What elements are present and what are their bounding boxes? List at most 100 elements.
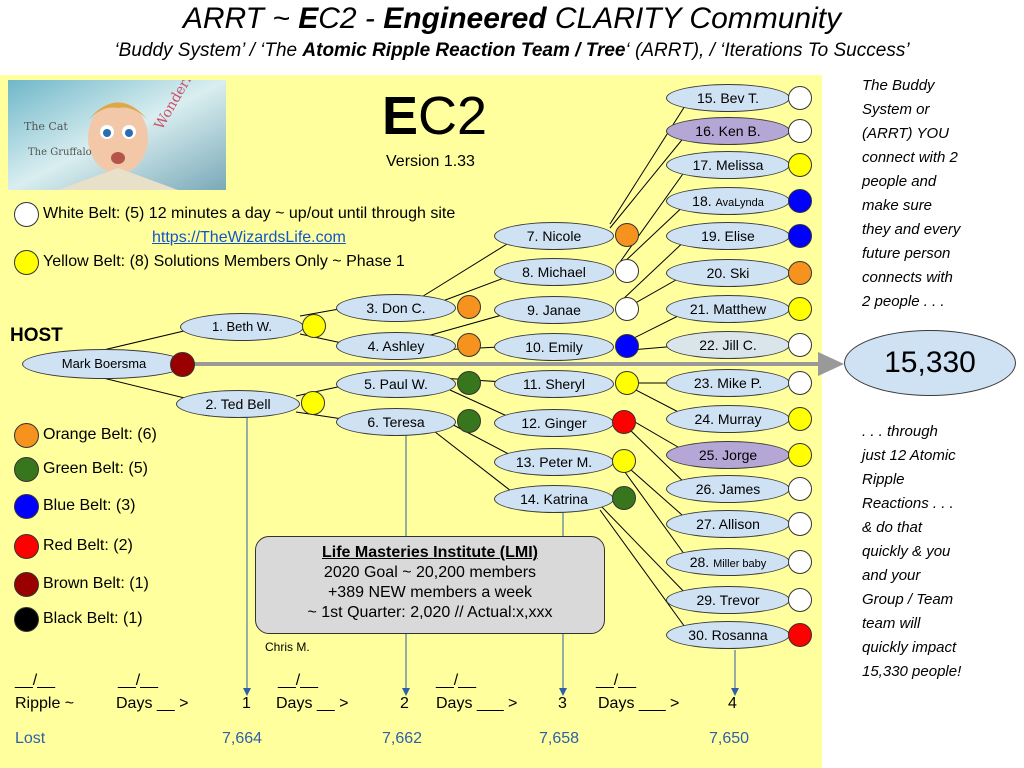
member-node-26[interactable]: 26. James [666, 475, 790, 503]
blue-belt-badge [615, 334, 639, 358]
member-node-6[interactable]: 6. Teresa [336, 408, 456, 436]
legend-black: Black Belt: (1) [43, 610, 143, 627]
green-belt-icon [14, 457, 39, 482]
white-belt-badge [788, 550, 812, 574]
member-node-10[interactable]: 10. Emily [494, 333, 614, 361]
lmi-line-1: 2020 Goal ~ 20,200 members [323, 564, 537, 581]
yellow-belt-badge [788, 443, 812, 467]
legend-brown: Brown Belt: (1) [43, 575, 149, 592]
host-node[interactable]: Mark Boersma [22, 349, 186, 379]
ripple-number-3: 3 [558, 695, 567, 712]
blank-slash: __/__ [278, 672, 319, 689]
version-label: Version 1.33 [386, 153, 475, 170]
member-node-18[interactable]: 18. AvaLynda [666, 187, 790, 215]
member-node-8[interactable]: 8. Michael [494, 258, 614, 286]
member-node-11[interactable]: 11. Sheryl [494, 370, 614, 398]
member-node-27[interactable]: 27. Allison [666, 510, 790, 538]
child-reading-photo: Wonderland The Cat The Gruffalo [8, 80, 226, 190]
member-node-28[interactable]: 28. Miller baby [666, 548, 790, 576]
legend-blue: Blue Belt: (3) [43, 497, 136, 514]
white-belt-badge [788, 333, 812, 357]
yellow-belt-icon [14, 250, 39, 275]
ripple-number-1: 1 [242, 695, 251, 712]
total-impact-bubble: 15,330 [844, 330, 1016, 396]
member-node-12[interactable]: 12. Ginger [494, 409, 614, 437]
member-node-5[interactable]: 5. Paul W. [336, 370, 456, 398]
days-label-4: Days ___ > [598, 695, 680, 712]
host-label: HOST [10, 325, 63, 346]
yellow-belt-badge [612, 449, 636, 473]
brown-belt-icon [14, 572, 39, 597]
member-node-1[interactable]: 1. Beth W. [180, 313, 304, 341]
yellow-belt-text: Yellow Belt: (8) Solutions Members Only … [43, 253, 405, 270]
lmi-line-2: +389 NEW members a week [327, 584, 533, 601]
green-belt-badge [457, 409, 481, 433]
member-node-17[interactable]: 17. Melissa [666, 151, 790, 179]
orange-belt-badge [457, 295, 481, 319]
page-title: ARRT ~ EC2 - Engineered CLARITY Communit… [182, 2, 842, 35]
blue-belt-badge [788, 224, 812, 248]
legend-green: Green Belt: (5) [43, 460, 148, 477]
lost-value-4: 7,650 [709, 730, 750, 747]
member-node-25[interactable]: 25. Jorge [666, 441, 790, 469]
member-node-3[interactable]: 3. Don C. [336, 294, 456, 322]
blue-belt-icon [14, 494, 39, 519]
lost-value-2: 7,662 [382, 730, 423, 747]
lmi-goal-box: Life Masteries Institute (LMI) 2020 Goal… [255, 536, 605, 634]
days-label-2: Days __ > [276, 695, 349, 712]
orange-belt-badge [788, 261, 812, 285]
svg-text:The Gruffalo: The Gruffalo [28, 147, 92, 158]
member-node-2[interactable]: 2. Ted Bell [176, 390, 300, 418]
member-node-29[interactable]: 29. Trevor [666, 586, 790, 614]
ripple-number-4: 4 [728, 695, 737, 712]
red-belt-badge [788, 623, 812, 647]
member-node-20[interactable]: 20. Ski [666, 259, 790, 287]
legend-red: Red Belt: (2) [43, 537, 133, 554]
lost-label: Lost [15, 730, 46, 747]
yellow-belt-badge [788, 153, 812, 177]
member-node-15[interactable]: 15. Bev T. [666, 84, 790, 112]
yellow-belt-badge [615, 371, 639, 395]
white-belt-badge [615, 297, 639, 321]
member-node-13[interactable]: 13. Peter M. [494, 448, 614, 476]
member-node-7[interactable]: 7. Nicole [494, 222, 614, 250]
days-label-1: Days __ > [116, 695, 189, 712]
member-node-16[interactable]: 16. Ken B. [666, 117, 790, 145]
yellow-belt-badge [301, 391, 325, 415]
member-node-21[interactable]: 21. Matthew [666, 295, 790, 323]
member-node-22[interactable]: 22. Jill C. [666, 331, 790, 359]
site-link[interactable]: https://TheWizardsLife.com [152, 229, 346, 246]
member-node-19[interactable]: 19. Elise [666, 222, 790, 250]
member-node-23[interactable]: 23. Mike P. [666, 369, 790, 397]
member-node-24[interactable]: 24. Murray [666, 405, 790, 433]
yellow-belt-badge [302, 314, 326, 338]
green-belt-badge [612, 486, 636, 510]
svg-text:The Cat: The Cat [24, 120, 68, 133]
red-belt-badge [612, 410, 636, 434]
yellow-belt-badge [788, 297, 812, 321]
white-belt-badge [788, 371, 812, 395]
member-node-14[interactable]: 14. Katrina [494, 485, 614, 513]
brown-belt-badge [170, 352, 195, 377]
ripple-label: Ripple ~ [15, 695, 75, 712]
orange-belt-badge [615, 223, 639, 247]
white-belt-badge [788, 512, 812, 536]
author-label: Chris M. [265, 640, 310, 654]
days-label-3: Days ___ > [436, 695, 518, 712]
member-node-4[interactable]: 4. Ashley [336, 332, 456, 360]
green-belt-badge [457, 371, 481, 395]
white-belt-badge [788, 86, 812, 110]
white-belt-badge [788, 588, 812, 612]
yellow-belt-badge [788, 407, 812, 431]
white-belt-icon [14, 202, 39, 227]
orange-belt-badge [457, 333, 481, 357]
member-node-30[interactable]: 30. Rosanna [666, 621, 790, 649]
blank-slash: __/__ [15, 672, 56, 689]
lmi-line-3: ~ 1st Quarter: 2,020 // Actual:x,xxx [307, 604, 553, 621]
legend-orange: Orange Belt: (6) [43, 426, 157, 443]
black-belt-icon [14, 607, 39, 632]
lost-value-1: 7,664 [222, 730, 263, 747]
member-node-9[interactable]: 9. Janae [494, 296, 614, 324]
page-subtitle: ‘Buddy System’ / ‘The Atomic Ripple Reac… [114, 40, 910, 61]
